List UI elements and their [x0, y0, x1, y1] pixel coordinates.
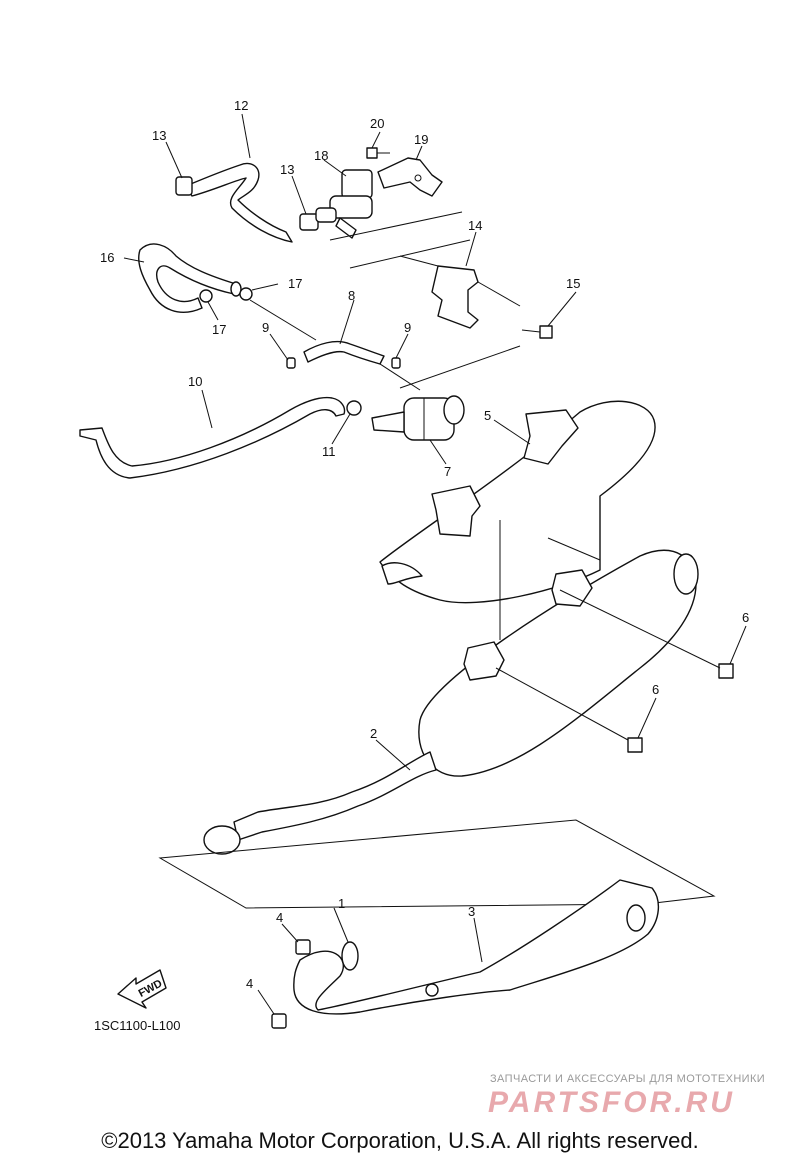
nut-4-upper [295, 939, 311, 955]
callout-20: 20 [370, 116, 384, 131]
callout-13-left: 13 [152, 128, 166, 143]
clip-17-a [199, 289, 213, 303]
bracket-14 [399, 255, 521, 329]
leader-lines [123, 113, 747, 1015]
callout-4-lower: 4 [246, 976, 253, 991]
callout-18: 18 [314, 148, 328, 163]
callout-9-left: 9 [262, 320, 269, 335]
canister-7 [371, 395, 465, 441]
clamp-9-left [286, 357, 296, 369]
callout-13-right: 13 [280, 162, 294, 177]
callout-14: 14 [468, 218, 482, 233]
muffler-2 [203, 549, 699, 855]
callout-17-lower: 17 [212, 322, 226, 337]
callout-6-lower: 6 [652, 682, 659, 697]
callout-3: 3 [468, 904, 475, 919]
callout-6-right: 6 [742, 610, 749, 625]
diagram-code: 1SC1100-L100 [94, 1018, 181, 1033]
watermark-brand: PARTSFOR.RU [488, 1086, 735, 1119]
fwd-arrow-icon: FWD [117, 969, 167, 1009]
callout-15: 15 [566, 276, 580, 291]
bolt-6-right [559, 589, 734, 679]
callout-8: 8 [348, 288, 355, 303]
callout-9-right: 9 [404, 320, 411, 335]
clamp-9-right [391, 357, 401, 369]
bolt-20 [366, 147, 390, 159]
gasket-1 [341, 941, 359, 971]
callout-17-right: 17 [288, 276, 302, 291]
callout-11: 11 [322, 444, 336, 459]
clamp-11 [346, 400, 362, 416]
clamp-13-left [175, 176, 193, 196]
callout-5: 5 [484, 408, 491, 423]
callout-7: 7 [444, 464, 451, 479]
watermark-tagline: ЗАПЧАСТИ И АКСЕССУАРЫ ДЛЯ МОТОТЕХНИКИ [490, 1073, 765, 1085]
callout-12: 12 [234, 98, 248, 113]
callout-16: 16 [100, 250, 114, 265]
bolt-6-lower [495, 667, 643, 753]
callout-4-upper: 4 [276, 910, 283, 925]
callout-1: 1 [338, 896, 345, 911]
nut-4-lower [271, 1013, 287, 1029]
hose-12 [185, 162, 293, 243]
callout-2: 2 [370, 726, 377, 741]
exhaust-pipe-3 [293, 879, 659, 1015]
callout-19: 19 [414, 132, 428, 147]
heat-shield-5 [379, 400, 656, 604]
copyright-notice: ©2013 Yamaha Motor Corporation, U.S.A. A… [101, 1128, 699, 1153]
callout-10: 10 [188, 374, 202, 389]
hose-16 [138, 243, 242, 313]
hose-8 [303, 340, 385, 365]
valve-18 [315, 169, 373, 239]
clip-17-b [239, 287, 253, 301]
bolt-15 [521, 325, 553, 339]
bracket-19 [377, 157, 443, 197]
hose-10 [79, 396, 346, 479]
